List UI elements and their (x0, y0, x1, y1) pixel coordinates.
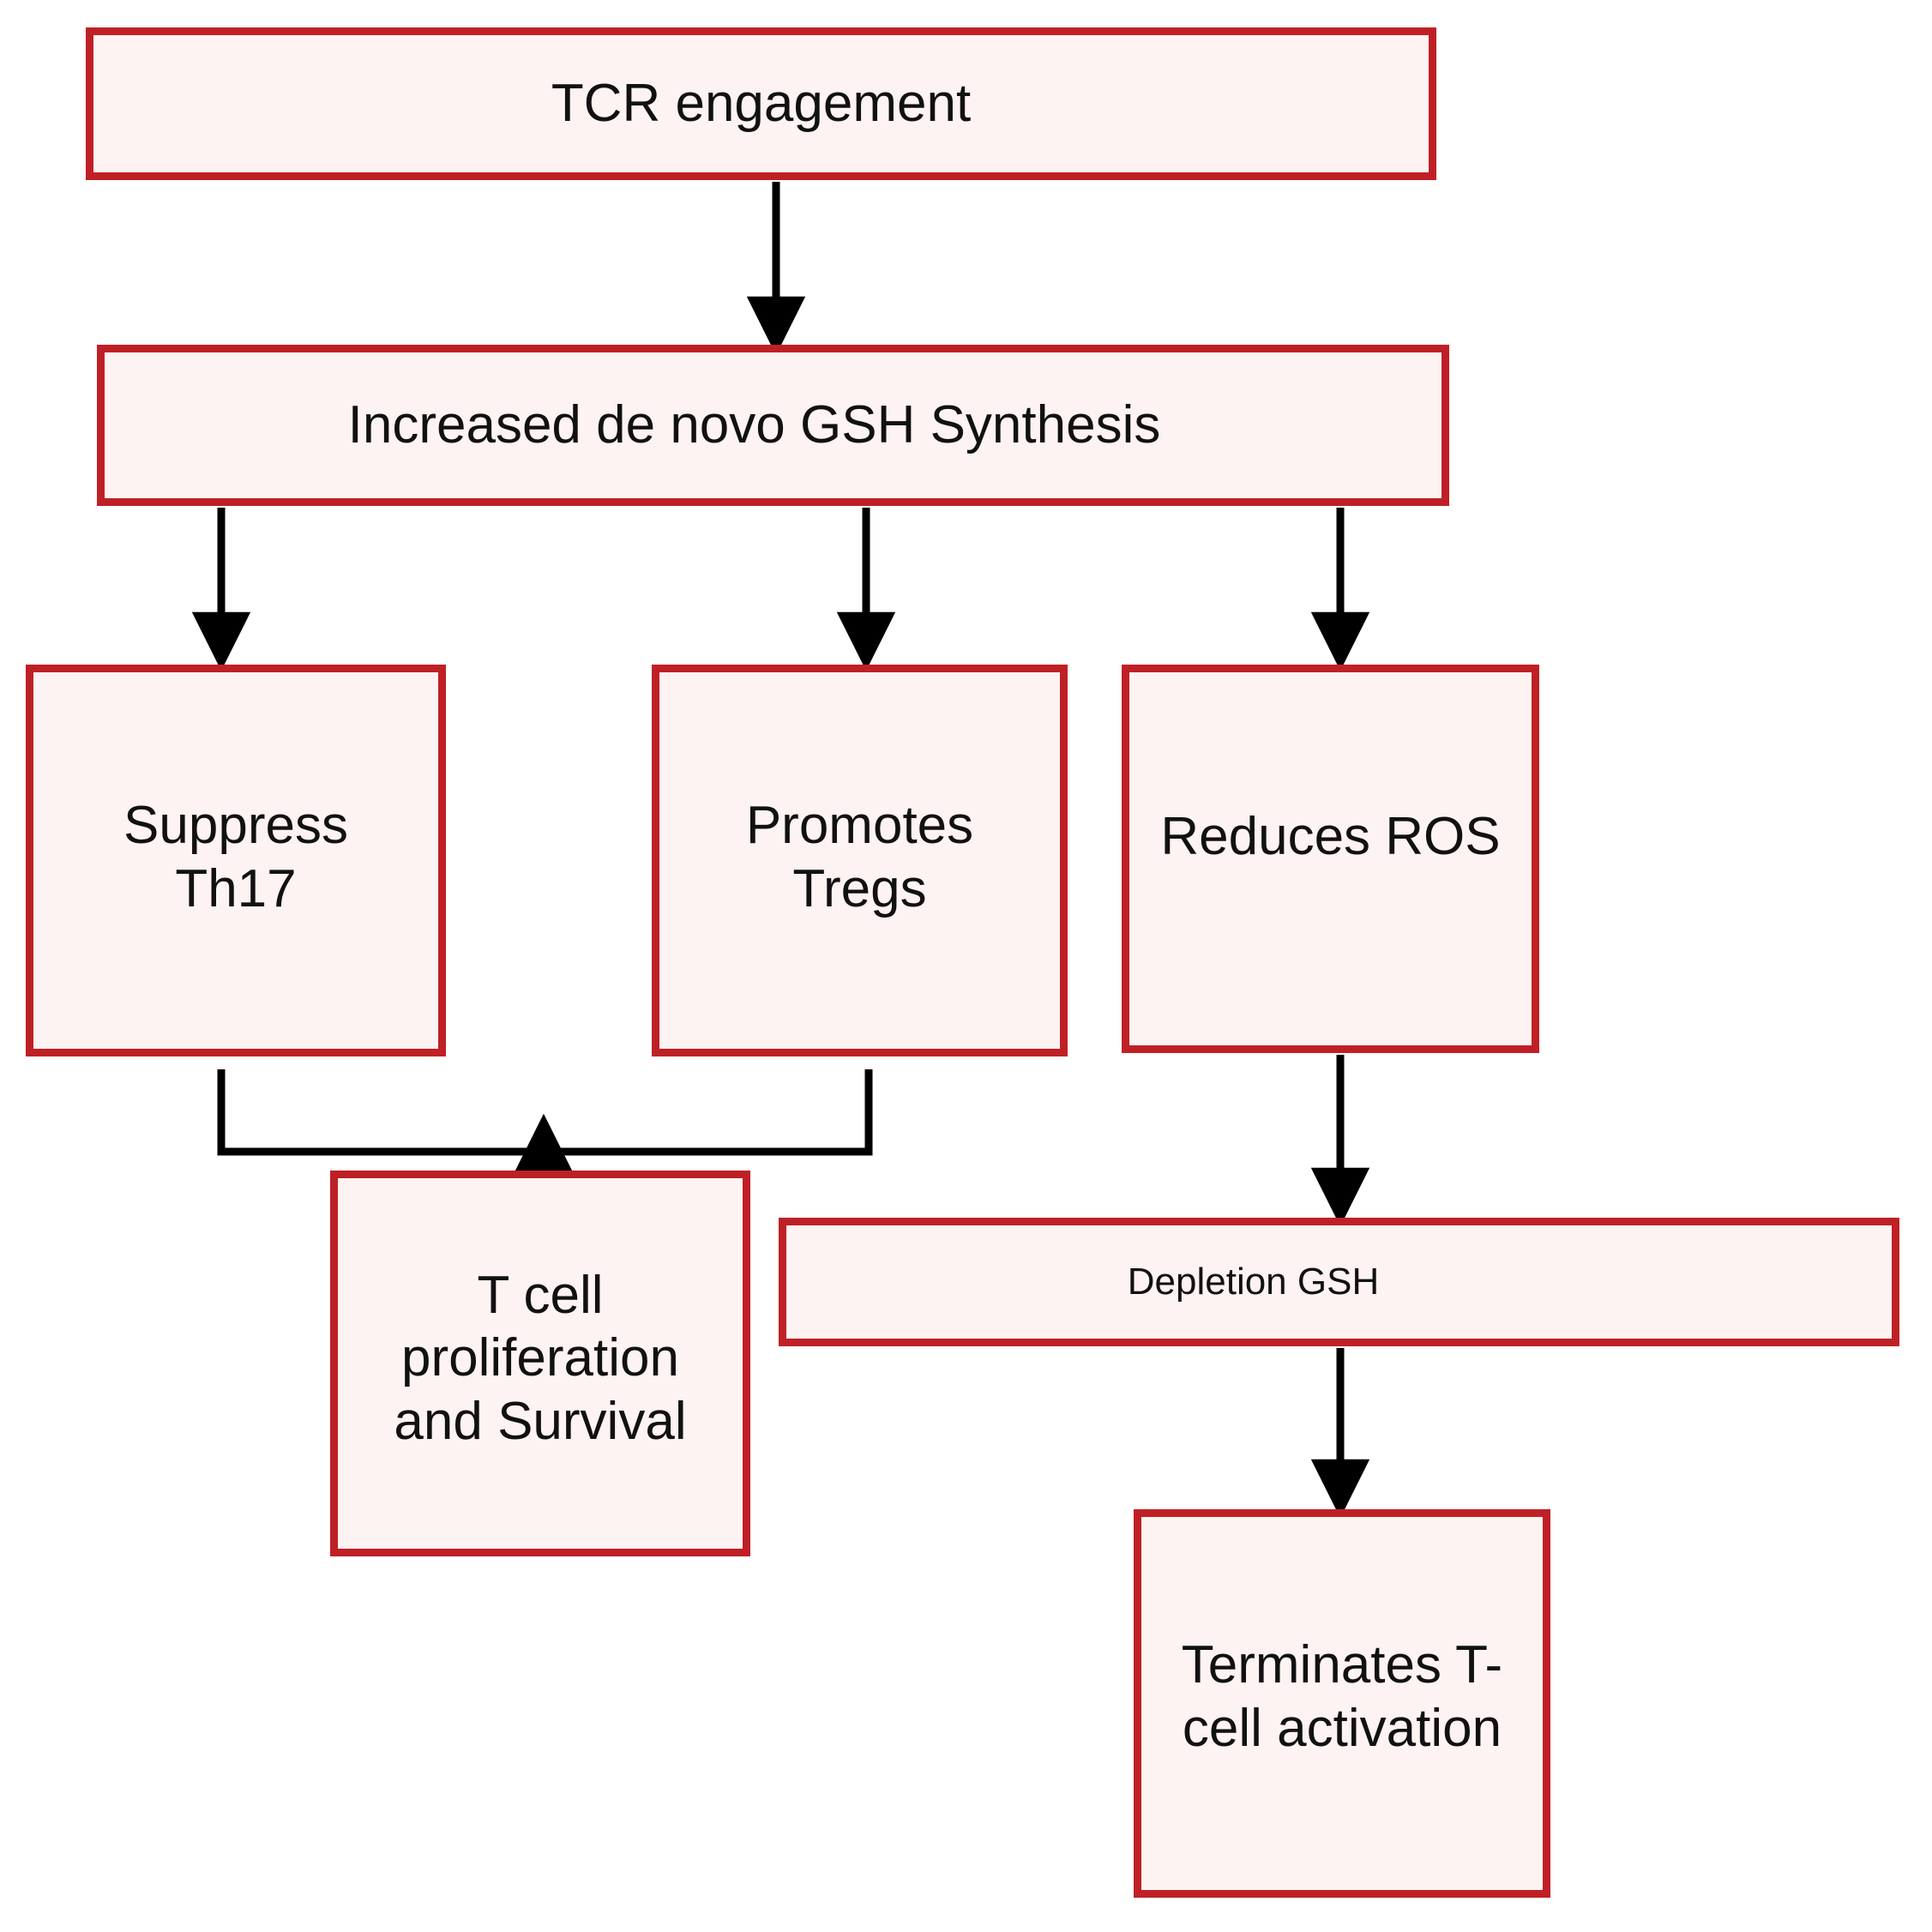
node-suppress-th17-label: Suppress Th17 (123, 796, 348, 918)
node-terminates-activation[interactable]: Terminates T- cell activation (1134, 1509, 1550, 1898)
node-reduces-ros-label: Reduces ROS (1160, 806, 1501, 866)
node-promotes-tregs[interactable]: Promotes Tregs (652, 665, 1068, 1056)
node-depletion-gsh[interactable]: Depletion GSH (779, 1218, 1899, 1346)
node-tcr-engagement[interactable]: TCR engagement (86, 27, 1436, 180)
node-t-cell-proliferation[interactable]: T cell proliferation and Survival (330, 1171, 750, 1556)
node-tcr-engagement-label: TCR engagement (551, 74, 972, 134)
node-promotes-tregs-label: Promotes Tregs (745, 796, 974, 918)
node-reduces-ros[interactable]: Reduces ROS (1122, 665, 1539, 1053)
edge-merge-to-t-cell-proliferation (217, 1069, 873, 1179)
node-gsh-synthesis-label: Increased de novo GSH Synthesis (347, 395, 1161, 455)
node-depletion-gsh-label: Depletion GSH (1127, 1261, 1380, 1303)
node-terminates-activation-label: Terminates T- cell activation (1181, 1635, 1503, 1758)
node-gsh-synthesis[interactable]: Increased de novo GSH Synthesis (97, 345, 1449, 506)
node-t-cell-proliferation-label: T cell proliferation and Survival (394, 1266, 687, 1451)
node-suppress-th17[interactable]: Suppress Th17 (26, 665, 446, 1056)
